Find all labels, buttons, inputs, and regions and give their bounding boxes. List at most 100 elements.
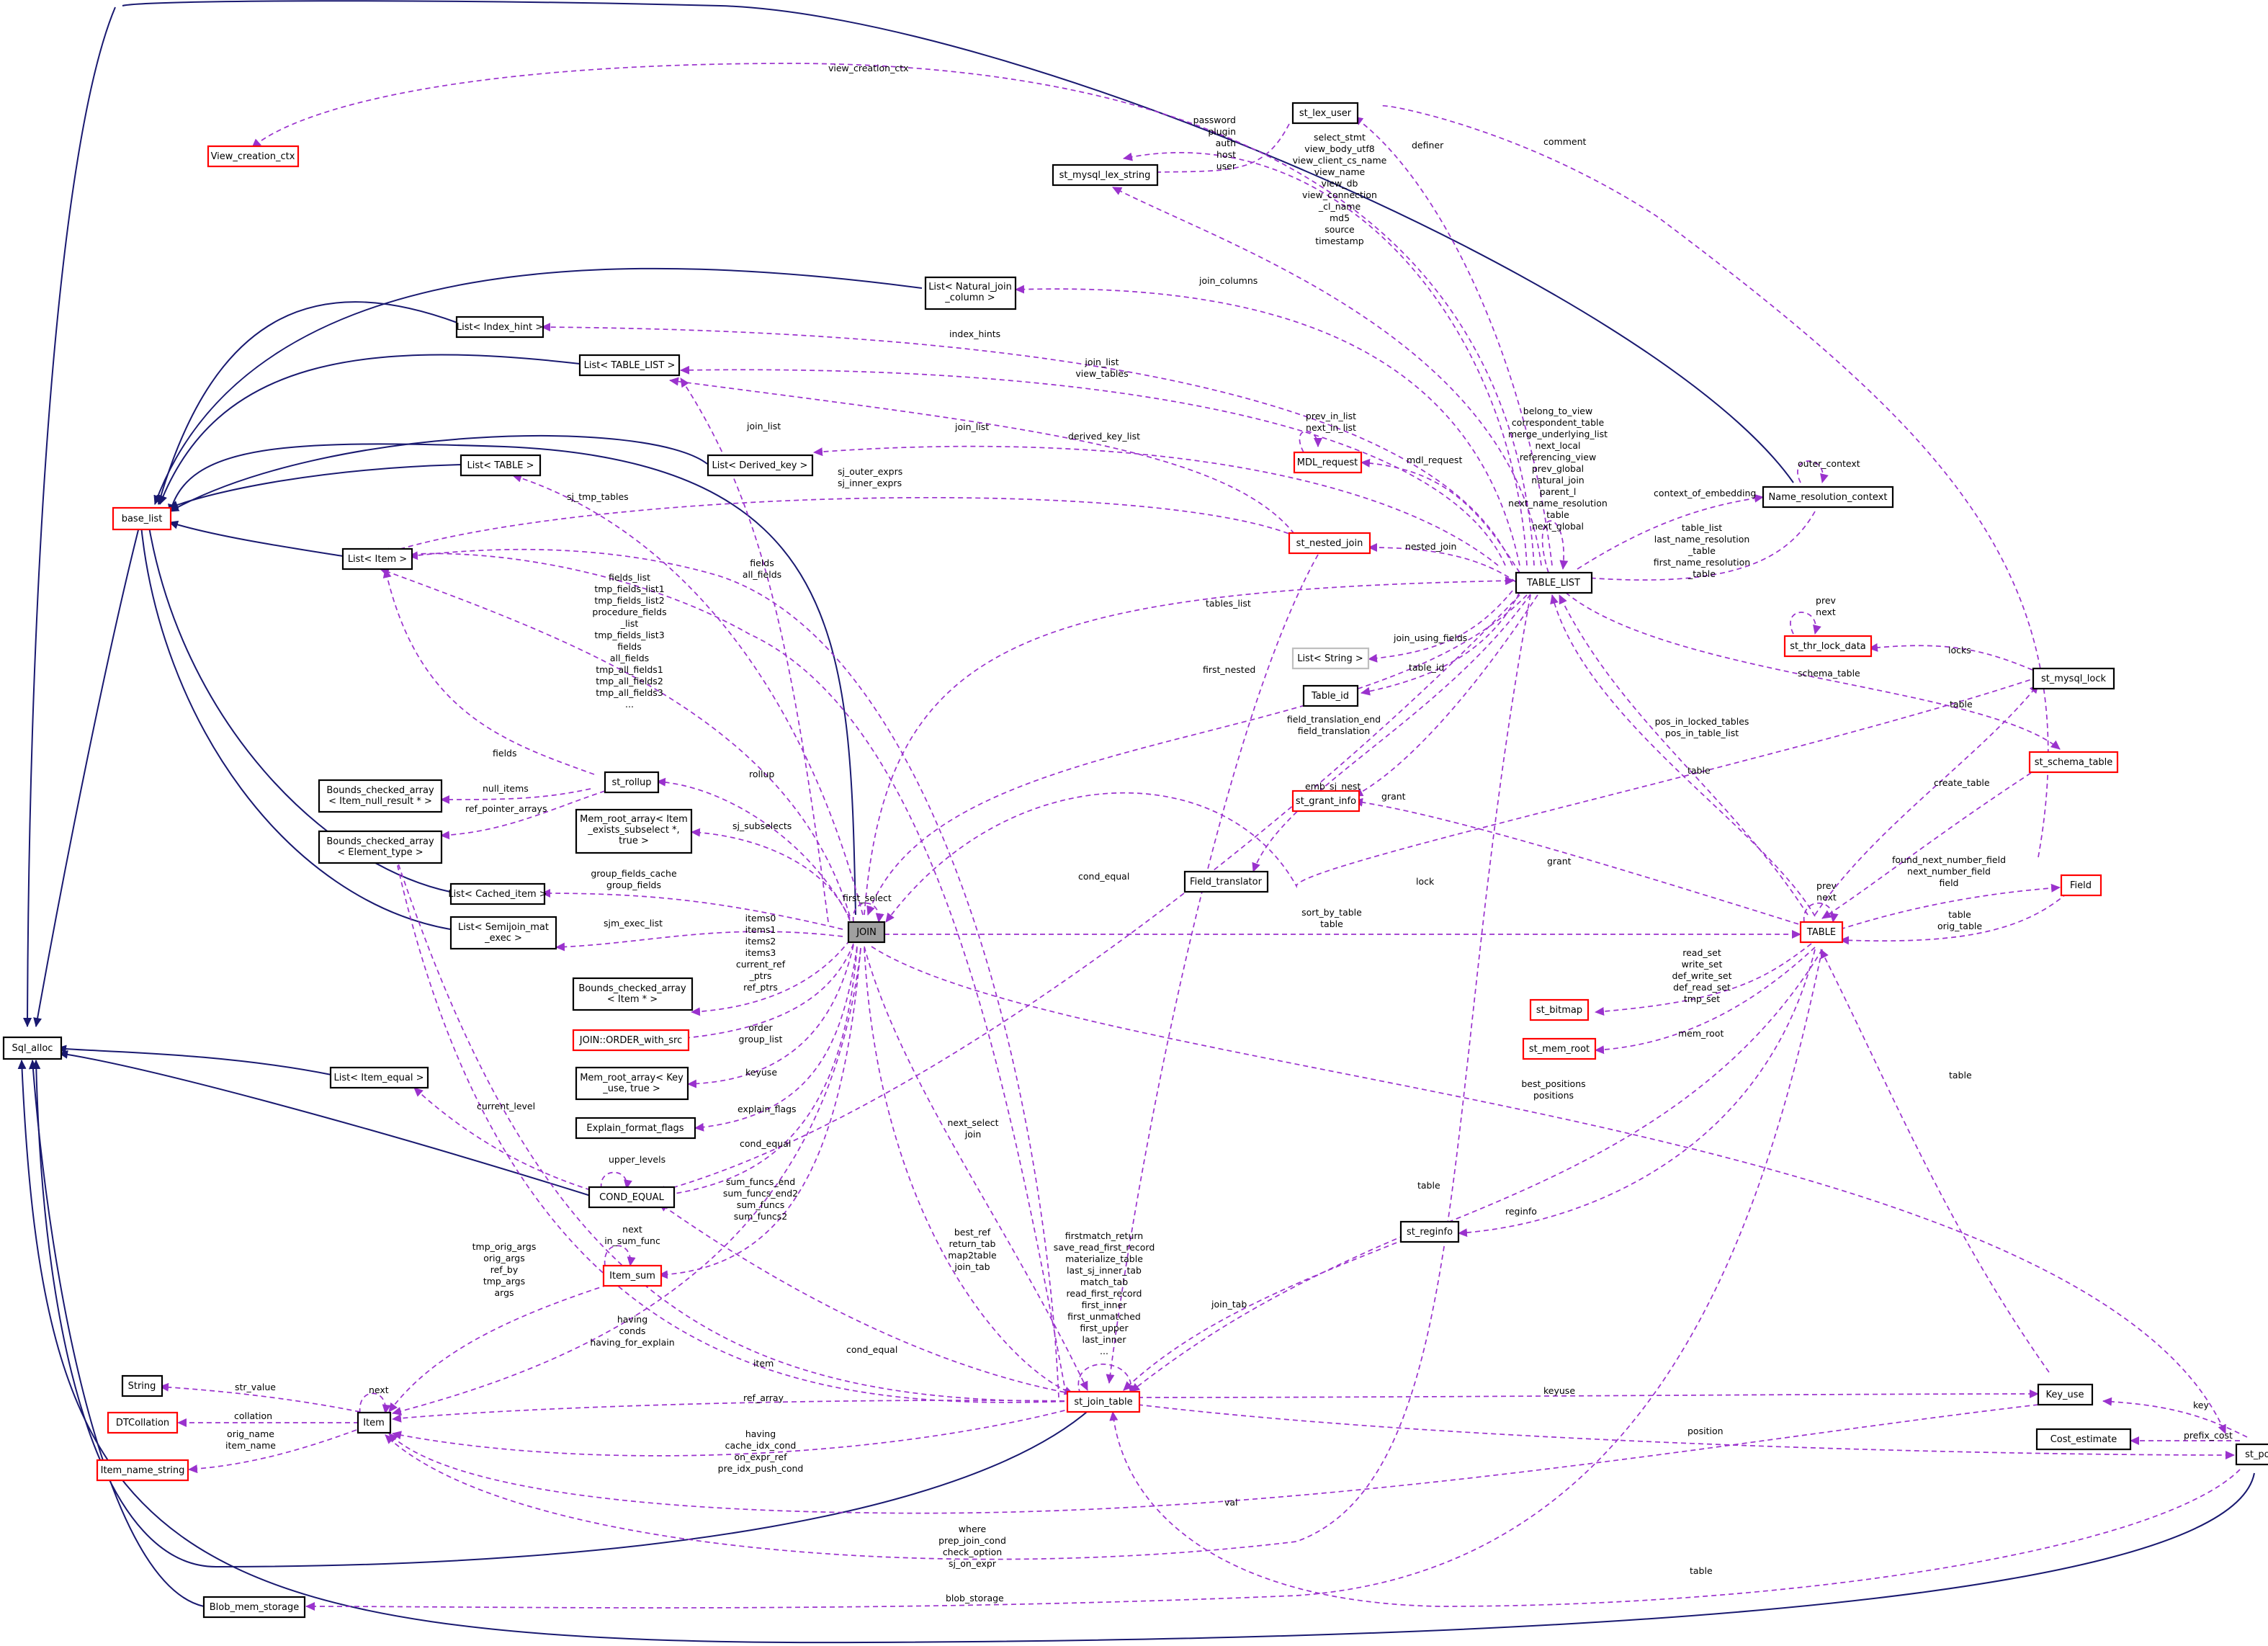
label-grant_b: grant	[1547, 856, 1572, 867]
node-key_use[interactable]: Key_use	[2037, 1383, 2094, 1406]
node-st_schema_table[interactable]: st_schema_table	[2028, 751, 2119, 774]
node-st_rollup[interactable]: st_rollup	[604, 771, 660, 794]
node-st_bitmap[interactable]: st_bitmap	[1529, 998, 1590, 1021]
node-bca_element[interactable]: Bounds_checked_array< Element_type >	[318, 830, 443, 864]
text-line: group_list	[739, 1034, 783, 1045]
node-dtcollation[interactable]: DTCollation	[107, 1411, 179, 1434]
edge-schema_table	[1559, 586, 2061, 750]
text-line: read_set	[1682, 947, 1721, 958]
node-explain_format_flags[interactable]: Explain_format_flags	[575, 1117, 696, 1140]
text-line: merge_underlying_list	[1508, 429, 1608, 439]
text-line: auth	[1216, 138, 1236, 148]
node-item_sum[interactable]: Item_sum	[602, 1264, 663, 1287]
node-bca_item[interactable]: Bounds_checked_array< Item * >	[572, 977, 694, 1011]
node-st_mysql_lex_string[interactable]: st_mysql_lex_string	[1052, 164, 1159, 187]
node-field[interactable]: Field	[2060, 874, 2102, 897]
node-mdl_request[interactable]: MDL_request	[1293, 451, 1363, 474]
text-line: Item_name_string	[101, 1465, 185, 1476]
text-line: st_lex_user	[1299, 108, 1352, 119]
node-list_index_hint[interactable]: List< Index_hint >	[455, 316, 544, 339]
node-st_nested_join[interactable]: st_nested_join	[1288, 532, 1371, 555]
label-join_tab_lbl: join_tab	[1211, 1299, 1247, 1310]
node-st_mysql_lock[interactable]: st_mysql_lock	[2032, 667, 2115, 690]
edge-reginfo	[1458, 949, 1816, 1238]
node-item_name_string[interactable]: Item_name_string	[96, 1459, 189, 1482]
svg-text:st_schema_table: st_schema_table	[2035, 757, 2113, 768]
node-st_thr_lock_data[interactable]: st_thr_lock_data	[1783, 635, 1873, 658]
node-table[interactable]: TABLE	[1799, 921, 1844, 944]
node-list_natural_join[interactable]: List< Natural_join_column >	[924, 276, 1017, 310]
edge-having_cache	[392, 1408, 1074, 1457]
text-line: JOIN::ORDER_with_src	[579, 1035, 682, 1046]
node-st_reginfo[interactable]: st_reginfo	[1399, 1220, 1460, 1243]
node-table_id[interactable]: Table_id	[1302, 684, 1359, 707]
node-list_item_equal[interactable]: List< Item_equal >	[329, 1066, 429, 1089]
node-table_list[interactable]: TABLE_LIST	[1515, 571, 1593, 594]
text-line: view_body_utf8	[1304, 143, 1374, 154]
label-item_lbl: item	[753, 1358, 774, 1369]
node-join_order[interactable]: JOIN::ORDER_with_src	[572, 1029, 690, 1052]
edge-table-pos	[1109, 1411, 2241, 1607]
svg-text:Bounds_checked_array< Item * >: Bounds_checked_array< Item * >	[578, 983, 686, 1005]
edge-table-tl	[1550, 594, 1816, 917]
edge-ref_pointer_arrays	[440, 790, 606, 840]
text-line: best_positions	[1521, 1078, 1585, 1089]
node-list_table[interactable]: List< TABLE >	[460, 454, 542, 477]
text-line: join_list	[1084, 357, 1119, 367]
node-mem_root_item_exists[interactable]: Mem_root_array< Item_exists_subselect *,…	[575, 808, 693, 854]
node-mem_root_key_use[interactable]: Mem_root_array< Key_use, true >	[575, 1066, 689, 1101]
node-list_item[interactable]: List< Item >	[341, 547, 413, 571]
node-st_grant_info[interactable]: st_grant_info	[1291, 790, 1361, 813]
svg-text:st_mysql_lock: st_mysql_lock	[2041, 674, 2107, 684]
label-cond_equal_c: cond_equal	[846, 1344, 897, 1355]
text-line: materialize_table	[1065, 1253, 1143, 1264]
label-fields: fields	[493, 748, 516, 759]
label-join_columns: join_columns	[1198, 275, 1258, 286]
node-st_lex_user[interactable]: st_lex_user	[1291, 102, 1359, 125]
label-view_creation_ctx: view_creation_ctx	[828, 63, 909, 73]
node-base_list[interactable]: base_list	[112, 506, 172, 531]
node-name_resolution_context[interactable]: Name_resolution_context	[1762, 486, 1894, 509]
node-st_join_table[interactable]: st_join_table	[1066, 1390, 1141, 1413]
node-string[interactable]: String	[121, 1374, 163, 1397]
node-sql_alloc[interactable]: Sql_alloc	[2, 1036, 63, 1060]
text-line: st_rollup	[611, 777, 651, 788]
node-cost_estimate[interactable]: Cost_estimate	[2035, 1428, 2132, 1451]
text-line: orig_name	[227, 1428, 274, 1439]
node-view_creation_ctx[interactable]: View_creation_ctx	[207, 145, 300, 168]
edge-null_items	[440, 788, 591, 804]
node-bca_item_null[interactable]: Bounds_checked_array< Item_null_result *…	[318, 779, 443, 813]
node-list_semijoin[interactable]: List< Semijoin_mat_exec >	[449, 916, 557, 950]
node-st_mem_root[interactable]: st_mem_root	[1522, 1037, 1597, 1060]
edge-emb_sj_nest	[866, 594, 1528, 916]
text-line: next_local	[1535, 440, 1580, 451]
node-field_translator[interactable]: Field_translator	[1183, 870, 1269, 893]
edge-having_conds	[392, 949, 861, 1415]
node-list_table_list[interactable]: List< TABLE_LIST >	[578, 354, 681, 377]
node-list_cached_item[interactable]: List< Cached_item >	[448, 882, 547, 905]
text-line: belong_to_view	[1523, 406, 1592, 416]
node-list_string[interactable]: List< String >	[1291, 647, 1370, 670]
text-line: return_tab	[949, 1238, 996, 1249]
node-st_position[interactable]: st_position	[2235, 1443, 2268, 1466]
text-line: Sql_alloc	[12, 1043, 53, 1054]
node-cond_equal[interactable]: COND_EQUAL	[588, 1186, 676, 1209]
svg-text:Sql_alloc: Sql_alloc	[12, 1043, 53, 1054]
node-blob_mem_storage[interactable]: Blob_mem_storage	[202, 1596, 306, 1619]
text-line: st_mysql_lex_string	[1059, 170, 1151, 181]
text-line: true >	[619, 836, 649, 846]
node-list_derived_key[interactable]: List< Derived_key >	[707, 454, 814, 477]
text-line: sum_funcs	[737, 1199, 785, 1210]
svg-text:st_reginfo: st_reginfo	[1407, 1227, 1453, 1238]
text-line: Bounds_checked_array	[326, 785, 434, 796]
node-join[interactable]: JOIN	[847, 921, 886, 944]
text-line: prev	[1816, 595, 1836, 606]
node-item[interactable]: Item	[357, 1411, 392, 1434]
text-line: Item	[363, 1418, 385, 1428]
edge-position-sql_alloc	[17, 1060, 2255, 1644]
label-locks: locks	[1948, 645, 1971, 656]
label-join_list_b: join_list	[954, 421, 989, 432]
